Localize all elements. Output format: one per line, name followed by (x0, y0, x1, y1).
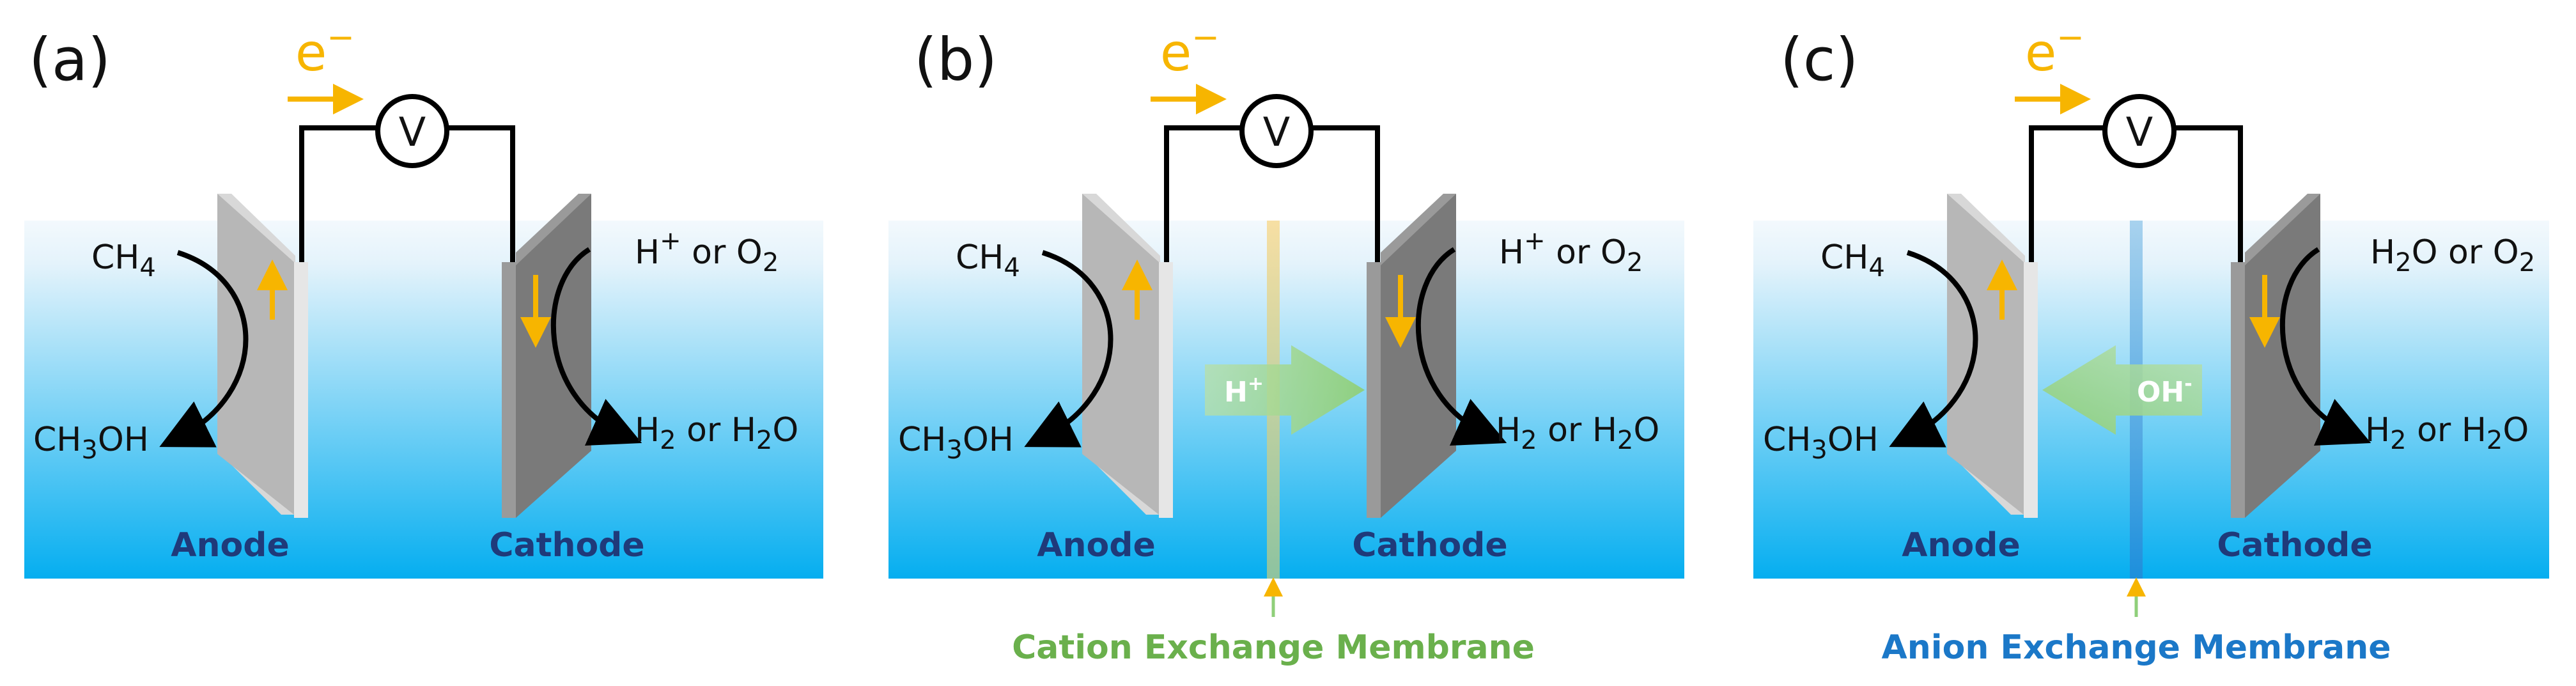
voltmeter-icon (1239, 94, 1314, 168)
electron-symbol: e− (1160, 19, 1220, 82)
anode-electrode (1082, 194, 1173, 518)
external-circuit: V (2029, 94, 2243, 269)
anode-reactant: CH4 (91, 238, 156, 283)
anode-electrode (1947, 194, 2038, 518)
anode-label: Anode (1037, 526, 1155, 565)
anode-label: Anode (171, 526, 289, 565)
electron-flow: e− (2015, 19, 2091, 114)
membrane-label: Cation Exchange Membrane (1012, 628, 1535, 667)
panel-label: (c) (1780, 26, 1858, 94)
cathode-product: H2 or H2O (635, 411, 798, 455)
external-circuit: V (299, 94, 515, 269)
cathode-reaction-arrow (550, 247, 642, 446)
panel-a: (a) V e− (24, 19, 823, 579)
anode-product: CH3OH (1763, 421, 1879, 465)
ion-label: H+ (1224, 373, 1264, 409)
anode-reactant: CH4 (1820, 238, 1885, 283)
cathode-electrode (2231, 194, 2320, 518)
panel-b: (b) V e− (888, 19, 1684, 667)
voltmeter-symbol: V (2126, 109, 2153, 155)
voltmeter-icon (375, 94, 449, 168)
anode-label: Anode (1902, 526, 2020, 565)
electron-symbol: e− (295, 19, 355, 82)
electrolyte-bath (24, 221, 823, 579)
voltmeter-symbol: V (399, 109, 426, 155)
anode-product: CH3OH (33, 421, 149, 465)
anode-electrode (217, 194, 308, 518)
cathode-product: H2 or H2O (1496, 411, 1659, 455)
cathode-label: Cathode (489, 526, 644, 565)
cathode-reactant: H2O or O2 (2370, 233, 2535, 277)
ion-label: OH- (2137, 373, 2192, 409)
cathode-electrode (502, 194, 591, 518)
anode-reactant: CH4 (956, 238, 1020, 283)
cathode-electrode (1367, 194, 1456, 518)
membrane-label: Anion Exchange Membrane (1882, 628, 2391, 667)
anode-product: CH3OH (898, 421, 1014, 465)
ion-transport-arrow: OH- (2042, 345, 2202, 435)
panel-label: (b) (914, 26, 997, 94)
cathode-reactant: H+ or O2 (635, 226, 779, 277)
cathode-product: H2 or H2O (2365, 411, 2529, 455)
ion-transport-arrow: H+ (1205, 345, 1365, 435)
cathode-reaction-arrow (2279, 247, 2371, 446)
anode-reaction-arrow (1024, 250, 1113, 448)
electron-flow: e− (1151, 19, 1227, 114)
cathode-reaction-arrow (1415, 247, 1507, 446)
cathode-reactant: H+ or O2 (1499, 226, 1643, 277)
voltmeter-icon (2102, 94, 2176, 168)
anode-reaction-arrow (159, 250, 249, 448)
cathode-label: Cathode (2217, 526, 2372, 565)
panel-label: (a) (29, 26, 111, 94)
panel-c: (c) V e− OH- (1753, 19, 2549, 667)
cathode-label: Cathode (1352, 526, 1507, 565)
voltmeter-symbol: V (1263, 109, 1290, 155)
electron-symbol: e− (2025, 19, 2084, 82)
electron-flow: e− (288, 19, 364, 114)
external-circuit: V (1164, 94, 1380, 269)
anode-reaction-arrow (1889, 250, 1978, 448)
